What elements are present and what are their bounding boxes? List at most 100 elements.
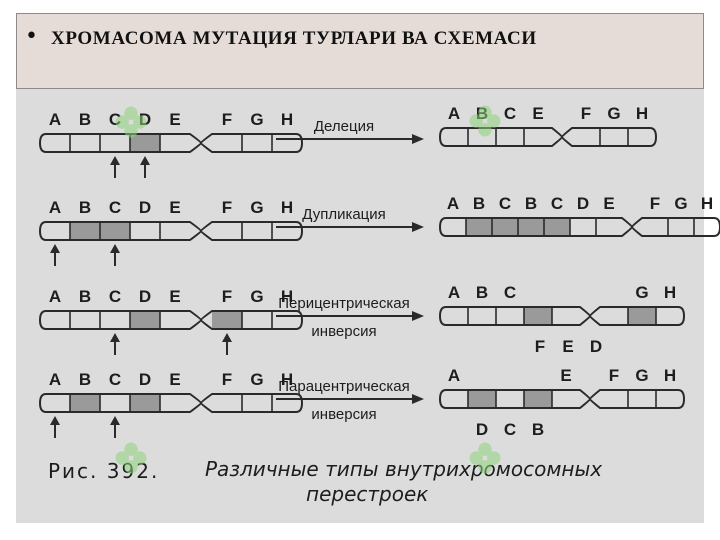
row-1-left-label-G: G bbox=[250, 110, 263, 129]
row-3-left-label-H: H bbox=[281, 287, 293, 306]
watermark-clover-4 bbox=[469, 442, 501, 474]
row-3-mutation-label-0: Перицентрическая bbox=[278, 295, 410, 312]
row-4-right-shaded-3 bbox=[524, 390, 552, 408]
row-3-pointer-head-1 bbox=[222, 333, 232, 342]
row-2-right-arm-left bbox=[438, 217, 634, 237]
row-3-pointer-head-0 bbox=[110, 333, 120, 342]
row-4-right-label-0: A bbox=[448, 366, 460, 385]
watermark-clover-1 bbox=[115, 106, 147, 138]
row-2-right-label-5: D bbox=[577, 194, 589, 213]
row-2-right-shaded-1 bbox=[466, 218, 492, 236]
row-4-left-arm-left bbox=[38, 393, 203, 413]
row-1-right-arm-left bbox=[438, 127, 564, 147]
row-3-left-shaded-5 bbox=[212, 311, 242, 329]
slide-title-bar: • ХРОМАСОМА МУТАЦИЯ ТУРЛАРИ ВА СХЕМАСИ bbox=[16, 13, 704, 89]
row-4-left-label-H: H bbox=[281, 370, 293, 389]
row-4-right-arm-right bbox=[588, 389, 686, 409]
row-1-right-arm-right bbox=[560, 127, 658, 147]
row-3-left-arm-right bbox=[199, 310, 304, 330]
row-4-left-label-F: F bbox=[222, 370, 232, 389]
row-1-left-shaded-3 bbox=[130, 134, 160, 152]
row-4-right-shaded-1 bbox=[468, 390, 496, 408]
caption-line-1: Различные типы внутрихромосомных bbox=[205, 457, 602, 481]
row-4-right-label-6: G bbox=[635, 366, 648, 385]
row-2-right-arm-right bbox=[630, 217, 720, 237]
row-4-right-label-5: F bbox=[609, 366, 619, 385]
row-2-left-label-B: B bbox=[79, 198, 91, 217]
row-4-left-shaded-1 bbox=[70, 394, 100, 412]
row-4-right-arm-left bbox=[438, 389, 592, 409]
row-3-left-label-A: A bbox=[49, 287, 61, 306]
row-1-left-label-A: A bbox=[49, 110, 61, 129]
row-3-right-label-7: H bbox=[664, 283, 676, 302]
row-2-pointer-head-1 bbox=[110, 244, 120, 253]
row-3-left-label-D: D bbox=[139, 287, 151, 306]
row-2-right-label-4: C bbox=[551, 194, 563, 213]
row-2-right-label-0: A bbox=[447, 194, 459, 213]
row-1-right-label-4: F bbox=[581, 104, 591, 123]
row-2-right-label-9: H bbox=[701, 194, 713, 213]
row-3-right-arm-left bbox=[438, 306, 592, 326]
row-2-right-label-8: G bbox=[674, 194, 687, 213]
row-2-right-label-6: E bbox=[603, 194, 614, 213]
row-3-right-label-2: C bbox=[504, 283, 516, 302]
row-1-right-label-6: H bbox=[636, 104, 648, 123]
row-4-left-label-D: D bbox=[139, 370, 151, 389]
row-2-left-label-A: A bbox=[49, 198, 61, 217]
row-2-left-label-E: E bbox=[169, 198, 180, 217]
row-4-right-below-label-0: D bbox=[476, 420, 488, 439]
row-3-mutation-arrow-head bbox=[412, 311, 424, 321]
row-2-right-shaded-2 bbox=[492, 218, 518, 236]
watermark-clover-3 bbox=[115, 442, 147, 474]
watermark-clover-2 bbox=[469, 105, 501, 137]
slide-title: ХРОМАСОМА МУТАЦИЯ ТУРЛАРИ ВА СХЕМАСИ bbox=[51, 28, 537, 49]
row-2-right-shaded-4 bbox=[544, 218, 570, 236]
row-2-left-label-H: H bbox=[281, 198, 293, 217]
row-4-left-arm-right bbox=[199, 393, 304, 413]
row-3-right-label-6: G bbox=[635, 283, 648, 302]
row-3-left-shaded-3 bbox=[130, 311, 160, 329]
row-4-left-label-G: G bbox=[250, 370, 263, 389]
row-2-right-label-3: B bbox=[525, 194, 537, 213]
row-1-left-label-H: H bbox=[281, 110, 293, 129]
row-1-pointer-head-0 bbox=[110, 156, 120, 165]
row-3-right-below-label-1: E bbox=[562, 337, 573, 356]
row-1-right-label-2: C bbox=[504, 104, 516, 123]
row-4-left-shaded-3 bbox=[130, 394, 160, 412]
row-3-right-arm-right bbox=[588, 306, 686, 326]
row-3-left-label-F: F bbox=[222, 287, 232, 306]
row-4-left-label-E: E bbox=[169, 370, 180, 389]
row-1-right-label-0: A bbox=[448, 104, 460, 123]
row-3-right-label-0: A bbox=[448, 283, 460, 302]
row-3-right-shaded-3 bbox=[524, 307, 552, 325]
row-2-left-shaded-2 bbox=[100, 222, 130, 240]
row-1-pointer-head-1 bbox=[140, 156, 150, 165]
caption-line-2: перестроек bbox=[306, 482, 428, 506]
row-4-mutation-arrow-head bbox=[412, 394, 424, 404]
row-1-mutation-arrow-head bbox=[412, 134, 424, 144]
row-2-mutation-arrow-head bbox=[412, 222, 424, 232]
row-1-left-label-B: B bbox=[79, 110, 91, 129]
row-2-right-label-7: F bbox=[650, 194, 660, 213]
bullet-icon: • bbox=[25, 24, 38, 49]
row-3-right-label-1: B bbox=[476, 283, 488, 302]
row-4-right-label-7: H bbox=[664, 366, 676, 385]
row-4-mutation-label-0: Парацентрическая bbox=[278, 378, 409, 395]
row-4-left-label-A: A bbox=[49, 370, 61, 389]
row-4-right-below-label-2: B bbox=[532, 420, 544, 439]
row-3-left-label-E: E bbox=[169, 287, 180, 306]
row-3-left-arm-left bbox=[38, 310, 203, 330]
row-1-right-label-5: G bbox=[607, 104, 620, 123]
row-1-mutation-label-0: Делеция bbox=[314, 118, 374, 135]
row-1-left-label-E: E bbox=[169, 110, 180, 129]
row-2-right-label-1: B bbox=[473, 194, 485, 213]
row-3-right-shaded-6 bbox=[628, 307, 656, 325]
row-2-left-label-D: D bbox=[139, 198, 151, 217]
row-3-left-label-B: B bbox=[79, 287, 91, 306]
row-2-left-label-G: G bbox=[250, 198, 263, 217]
row-4-left-label-C: C bbox=[109, 370, 121, 389]
row-3-right-below-label-0: F bbox=[535, 337, 545, 356]
row-3-mutation-label-1: инверсия bbox=[311, 323, 376, 340]
row-1-left-label-F: F bbox=[222, 110, 232, 129]
